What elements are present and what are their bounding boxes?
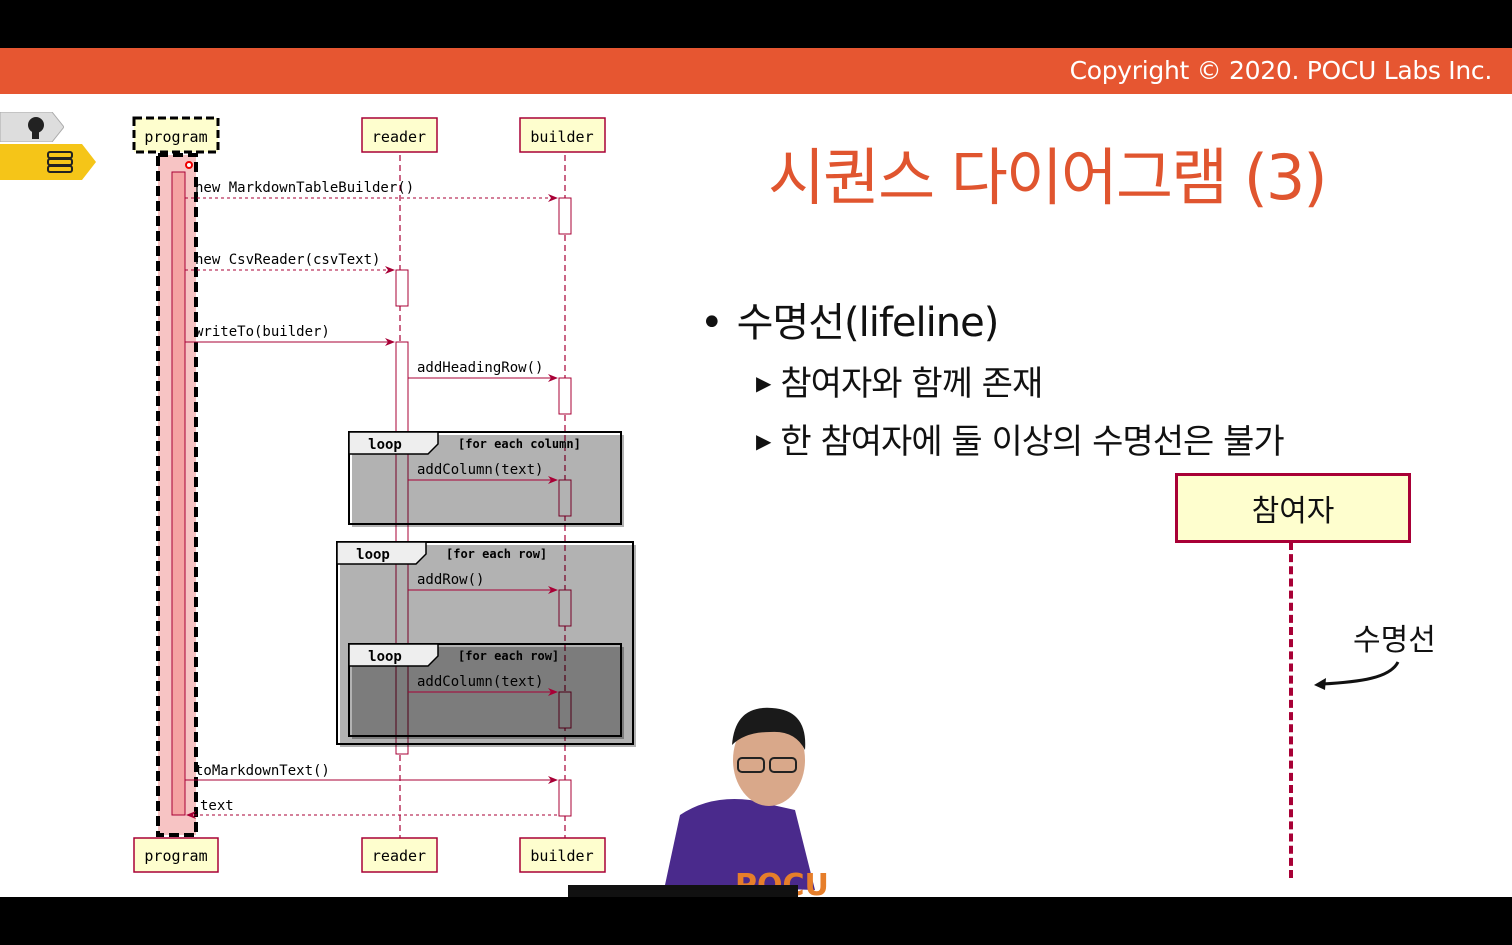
participant-builder-bottom: builder (519, 837, 606, 873)
sequence-diagram: program reader builder program reader bu… (132, 116, 636, 873)
participant-example-box: 참여자 (1175, 473, 1411, 543)
brain-head-icon[interactable] (0, 112, 64, 142)
svg-text:addColumn(text): addColumn(text) (417, 462, 543, 478)
sub-bullet-1: ▶참여자와 함께 존재 (756, 364, 1043, 404)
svg-text:[for each column]: [for each column] (458, 437, 581, 451)
message-add-heading-row: addHeadingRow() (408, 360, 558, 382)
presenter-figure: POCU (568, 707, 829, 897)
participant-program-top: program (132, 116, 220, 154)
message-add-column-1: addColumn(text) (408, 462, 558, 484)
lifeline-example-label: 수명선 (1353, 623, 1436, 658)
participant-builder-top: builder (519, 117, 606, 153)
lifeline-example (1289, 542, 1293, 878)
participant-reader-top: reader (361, 117, 438, 153)
svg-text:program: program (144, 128, 207, 146)
svg-text:new CsvReader(csvText): new CsvReader(csvText) (195, 252, 380, 268)
svg-text:text: text (200, 798, 234, 814)
bullet-lifeline: •수명선(lifeline) (700, 300, 1000, 346)
participant-example-label: 참여자 (1251, 494, 1335, 529)
message-add-column-2: addColumn(text) (408, 674, 558, 696)
header-banner (0, 48, 1512, 94)
copyright-text: Copyright © 2020. POCU Labs Inc. (1069, 56, 1493, 85)
activation-program (171, 171, 186, 816)
participant-program-bottom: program (133, 837, 219, 873)
loop-frame-column: loop [for each column] (348, 431, 624, 527)
top-letterbox (0, 0, 1512, 48)
sub-bullet-1-text: 참여자와 함께 존재 (780, 364, 1043, 404)
svg-text:addHeadingRow(): addHeadingRow() (417, 360, 543, 376)
loop-frame-row-inner: loop [for each row] (348, 643, 624, 739)
svg-text:builder: builder (530, 847, 593, 865)
svg-text:reader: reader (372, 128, 426, 146)
sub-bullet-2: ▶한 참여자에 둘 이상의 수명선은 불가 (756, 422, 1285, 462)
svg-text:builder: builder (530, 128, 593, 146)
svg-text:reader: reader (372, 847, 426, 865)
svg-text:loop: loop (368, 437, 402, 453)
bullet-lifeline-text: 수명선(lifeline) (736, 300, 1000, 346)
books-stack-icon[interactable] (0, 144, 96, 180)
participant-reader-bottom: reader (361, 837, 438, 873)
message-new-reader: new CsvReader(csvText) (185, 252, 395, 274)
svg-text:writeTo(builder): writeTo(builder) (195, 324, 330, 340)
message-return-text: text (186, 798, 557, 819)
svg-text:loop: loop (356, 547, 390, 563)
svg-text:loop: loop (368, 649, 402, 665)
message-add-row: addRow() (408, 572, 558, 594)
message-new-builder: new MarkdownTableBuilder() (185, 180, 558, 202)
message-to-markdown-text: toMarkdownText() (185, 763, 558, 784)
message-writeto: writeTo(builder) (185, 324, 395, 346)
slide-title: 시퀀스 다이어그램 (3) (768, 141, 1328, 214)
svg-text:addRow(): addRow() (417, 572, 484, 588)
bottom-letterbox (0, 897, 1512, 945)
svg-text:toMarkdownText(): toMarkdownText() (195, 763, 330, 779)
svg-text:[for each row]: [for each row] (446, 547, 547, 561)
svg-text:program: program (144, 847, 207, 865)
sub-bullet-2-text: 한 참여자에 둘 이상의 수명선은 불가 (780, 422, 1284, 462)
svg-text:new MarkdownTableBuilder(): new MarkdownTableBuilder() (195, 180, 414, 196)
curved-arrow-icon (1314, 661, 1400, 690)
svg-text:[for each row]: [for each row] (458, 649, 559, 663)
svg-text:addColumn(text): addColumn(text) (417, 674, 543, 690)
